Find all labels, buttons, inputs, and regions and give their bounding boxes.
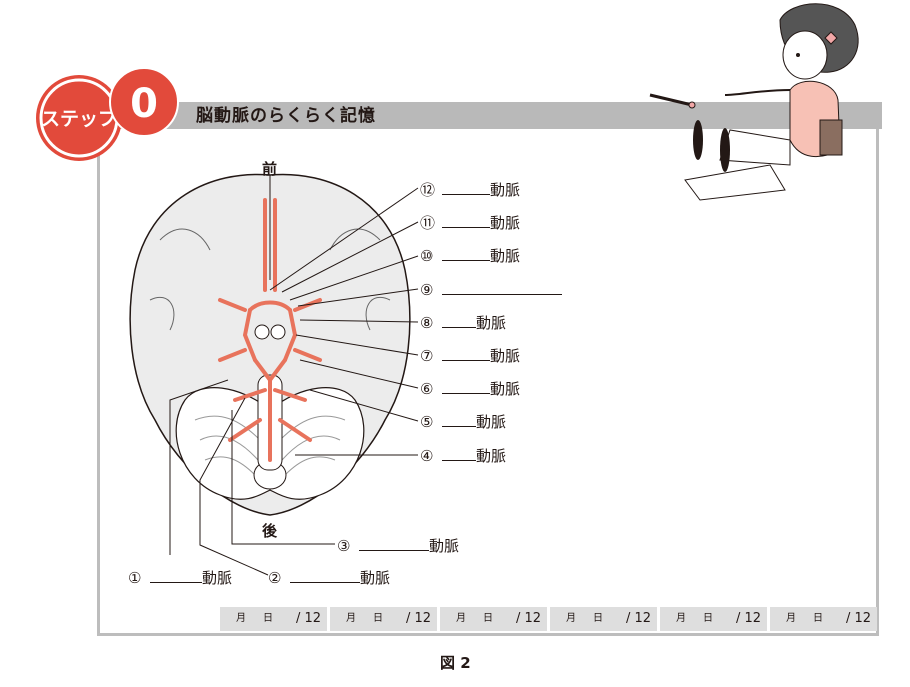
step-number-badge: 0 [109,67,179,137]
score-cell[interactable]: 月日/ 12 [440,607,547,631]
score-cell[interactable]: 月日/ 12 [220,607,327,631]
answer-blank-9[interactable] [442,280,562,295]
page-title: 脳動脈のらくらく記憶 [196,106,376,126]
answer-blank-12[interactable] [442,180,490,195]
score-cell[interactable]: 月日/ 12 [550,607,657,631]
step-label: ステップ [41,107,118,130]
score-tracker: 月日/ 12 月日/ 12 月日/ 12 月日/ 12 月日/ 12 月日/ 1… [220,607,877,631]
label-9: ⑨ [420,280,562,299]
step-number: 0 [130,81,158,127]
score-cell[interactable]: 月日/ 12 [330,607,437,631]
answer-blank-3[interactable] [359,536,429,551]
answer-blank-8[interactable] [442,313,476,328]
header-bar [120,102,882,129]
score-cell[interactable]: 月日/ 12 [660,607,767,631]
answer-blank-5[interactable] [442,412,476,427]
answer-blank-1[interactable] [150,568,202,583]
answer-blank-11[interactable] [442,213,490,228]
score-cell[interactable]: 月日/ 12 [770,607,877,631]
brain-diagram [129,173,411,516]
posterior-label: 後 [262,522,278,540]
answer-blank-6[interactable] [442,379,490,394]
girl-illustration [649,3,859,201]
answer-blank-7[interactable] [442,346,490,361]
answer-blank-2[interactable] [290,568,360,583]
anterior-label: 前 [262,160,278,178]
figure-caption: 図 2 [440,654,471,672]
answer-blank-4[interactable] [442,446,476,461]
step-badge: ステップ [36,75,122,161]
answer-blank-10[interactable] [442,246,490,261]
